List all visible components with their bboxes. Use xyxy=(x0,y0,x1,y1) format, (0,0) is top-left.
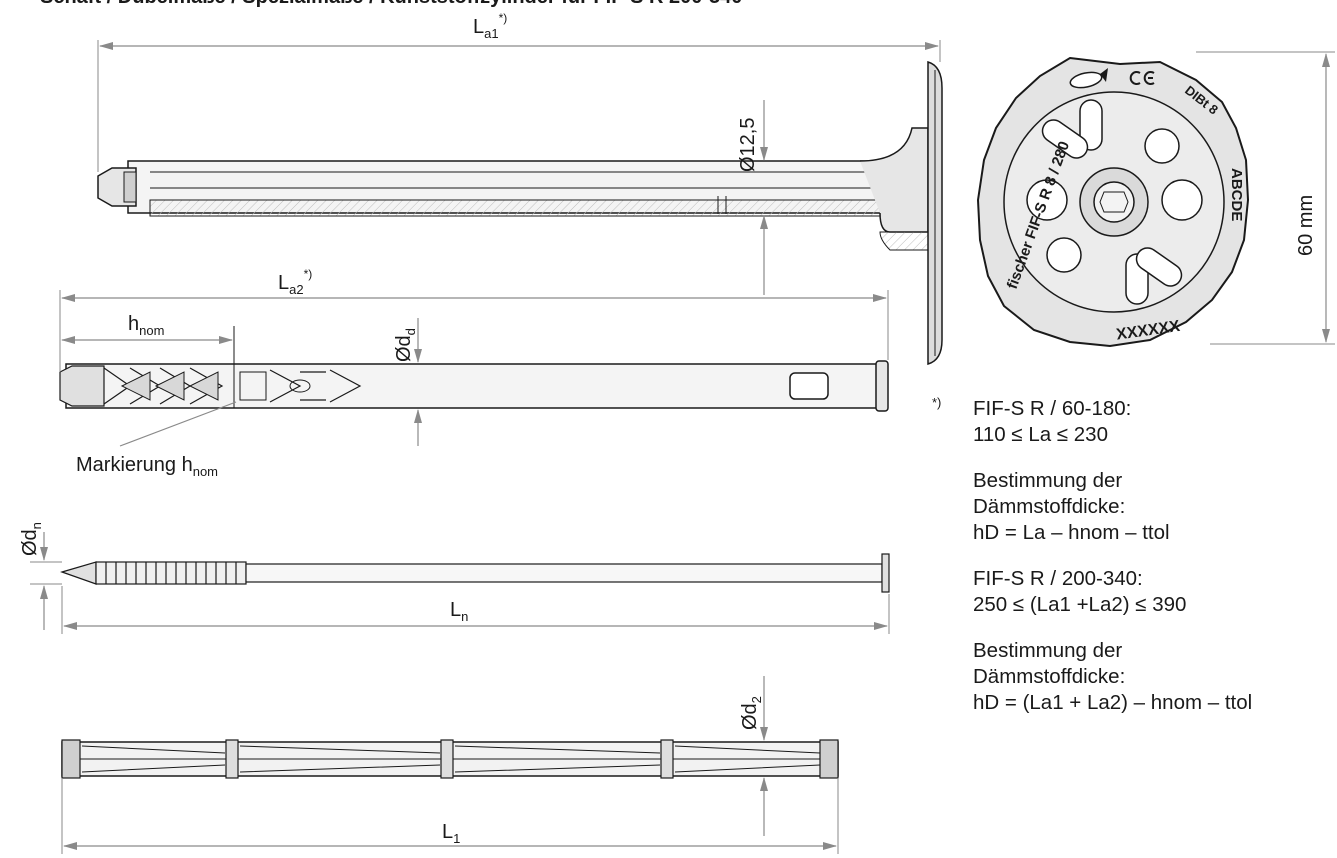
La1-sup: *) xyxy=(499,11,508,25)
dimension-La1: La1*) xyxy=(97,11,941,172)
notes-panel: *) FIF-S R / 60-180: 110 ≤ La ≤ 230 Best… xyxy=(932,395,1332,736)
dia-60-label: 60 mm xyxy=(1295,195,1317,256)
marking-label: Markierung h xyxy=(76,454,193,476)
La2-sup: *) xyxy=(304,267,313,281)
hnom-label: h xyxy=(128,313,139,335)
svg-text:La2*): La2*) xyxy=(278,267,312,297)
note-block-4-line2: Dämmstoffdicke: xyxy=(973,665,1126,688)
dd-sub: d xyxy=(403,328,418,335)
svg-text:hnom: hnom xyxy=(128,313,164,338)
note-block-2: Bestimmung der Dämmstoffdicke: hD = La –… xyxy=(973,468,1332,546)
dimension-dn: Ødn xyxy=(19,522,62,630)
La2-label: L xyxy=(278,272,289,294)
dn-label: Ød xyxy=(19,529,41,556)
La1-label: L xyxy=(473,16,484,38)
note-block-4-formula: hD = (La1 + La2) – hnom – ttol xyxy=(973,691,1253,714)
Ln-label: L xyxy=(450,599,461,621)
plate-anchor-side-view xyxy=(97,61,943,365)
dowel-sleeve xyxy=(59,326,889,412)
dimension-Ln: Ln xyxy=(61,586,890,634)
dimension-d2: Ød2 xyxy=(739,676,768,836)
nail-screw xyxy=(60,553,890,593)
dia-12-5-label: Ø12,5 xyxy=(737,118,759,172)
svg-text:La1*): La1*) xyxy=(473,11,507,41)
note-block-4-line1: Bestimmung der xyxy=(973,639,1123,662)
note-block-4: Bestimmung der Dämmstoffdicke: hD = (La1… xyxy=(973,638,1332,716)
notes-star: *) xyxy=(932,395,942,410)
dimension-hnom: hnom xyxy=(61,313,233,344)
d2-sub: 2 xyxy=(749,696,764,703)
dimension-dd: Ødd xyxy=(393,318,422,446)
hnom-sub: nom xyxy=(139,323,164,338)
note-block-3-formula: 250 ≤ (La1 +La2) ≤ 390 xyxy=(973,593,1187,616)
note-block-3: FIF-S R / 200-340: 250 ≤ (La1 +La2) ≤ 39… xyxy=(973,566,1332,618)
ce-mark-icon xyxy=(1129,71,1155,85)
dn-sub: n xyxy=(29,522,44,529)
plate-front-view: fischer FIF-S R 8 / 280 ABCDE XXXXXX DIB… xyxy=(976,56,1250,348)
dimension-dia-12-5: Ø12,5 xyxy=(737,100,768,295)
fish-logo-icon xyxy=(1069,68,1108,89)
svg-text:Markierung hnom: Markierung hnom xyxy=(76,454,218,479)
dd-label: Ød xyxy=(393,335,415,362)
svg-text:L1: L1 xyxy=(442,821,460,846)
page-title-partial: Schaft / Dübelmaße / Spezialmaße / Kunst… xyxy=(40,0,742,9)
note-block-2-line2: Dämmstoffdicke: xyxy=(973,495,1126,518)
Ln-sub: n xyxy=(461,609,468,624)
svg-text:Ln: Ln xyxy=(450,599,468,624)
note-block-3-title: FIF-S R / 200-340: xyxy=(973,567,1143,590)
note-block-2-formula: hD = La – hnom – ttol xyxy=(973,521,1170,544)
svg-text:Ødn: Ødn xyxy=(19,522,44,556)
note-block-1-formula: 110 ≤ La ≤ 230 xyxy=(973,423,1108,446)
La1-sub: a1 xyxy=(484,26,498,41)
La2-sub: a2 xyxy=(289,282,303,297)
marking-sub: nom xyxy=(193,464,218,479)
marking-hnom-callout: Markierung hnom xyxy=(76,401,237,479)
svg-text:Ødd: Ødd xyxy=(393,328,418,362)
dimension-L1: L1 xyxy=(61,778,839,854)
L1-sub: 1 xyxy=(453,831,460,846)
svg-text:Ød2: Ød2 xyxy=(739,696,764,730)
dimension-La2: La2*) xyxy=(59,267,889,372)
d2-label: Ød xyxy=(739,703,761,730)
note-block-1: FIF-S R / 60-180: 110 ≤ La ≤ 230 xyxy=(973,396,1332,448)
L1-label: L xyxy=(442,821,453,843)
dimension-60mm: 60 mm xyxy=(1196,51,1335,345)
plate-text-right: ABCDE xyxy=(1228,168,1245,221)
note-block-1-title: FIF-S R / 60-180: xyxy=(973,397,1132,420)
note-block-2-line1: Bestimmung der xyxy=(973,469,1123,492)
plastic-cylinder xyxy=(61,739,839,779)
